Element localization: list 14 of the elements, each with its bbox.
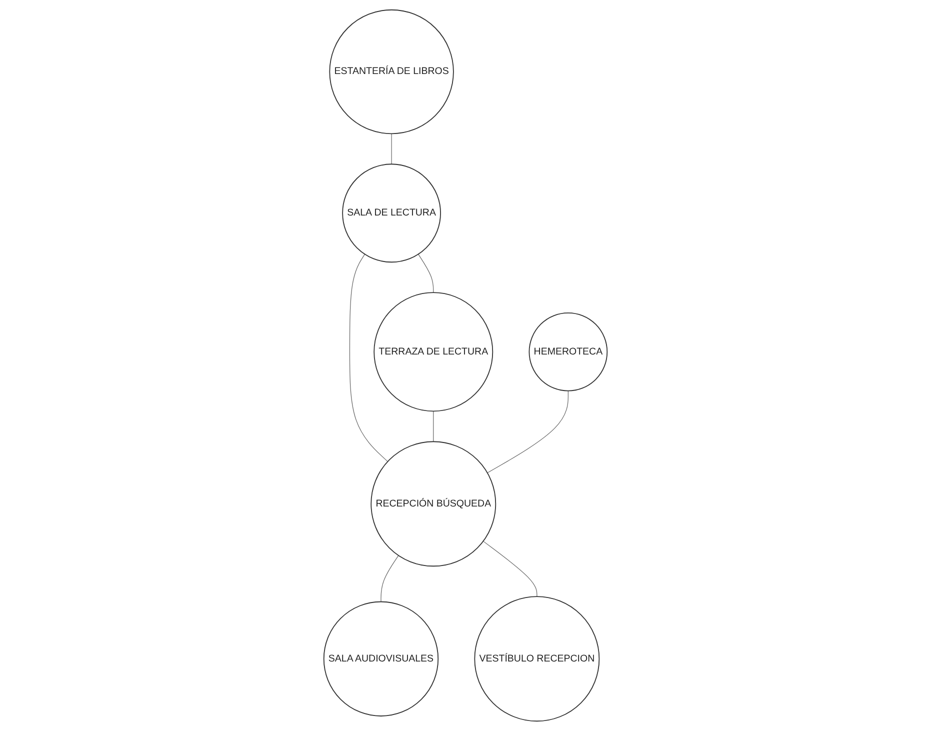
node-circle: HEMEROTECA: [528, 312, 608, 392]
connector: [349, 254, 388, 462]
connector: [391, 133, 392, 164]
connector: [433, 410, 434, 442]
connector: [418, 254, 434, 293]
node-circle: SALA AUDIOVISUALES: [323, 601, 439, 716]
connector: [380, 555, 399, 602]
node-circle: ESTANTERÍA DE LIBROS: [329, 9, 454, 134]
node-circle: TERRAZA DE LECTURA: [374, 292, 494, 412]
node-circle: RECEPCIÓN BÚSQUEDA: [370, 441, 496, 567]
node-circle: SALA DE LECTURA: [342, 164, 441, 263]
connector: [482, 540, 538, 597]
connector: [487, 390, 568, 474]
node-circle: VESTÍBULO RECEPCION: [474, 596, 600, 722]
